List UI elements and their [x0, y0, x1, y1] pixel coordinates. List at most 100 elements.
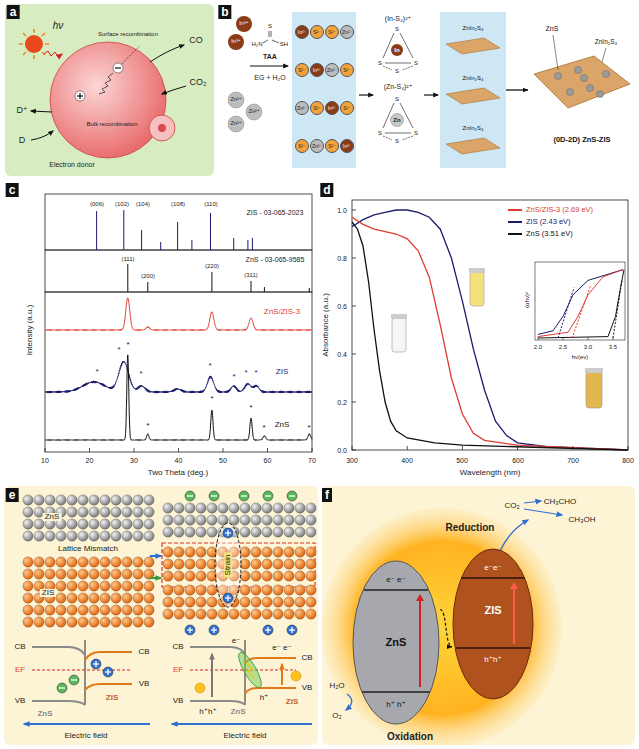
tick-label: 0.2 — [337, 399, 347, 406]
band-line — [32, 701, 85, 705]
tick-label: 0.6 — [337, 303, 347, 310]
ion-label: Zn²⁺ — [340, 25, 354, 39]
panel-c-art — [191, 240, 192, 250]
product-sheet-shape — [567, 89, 574, 96]
axis-tick — [223, 448, 224, 452]
atom-sphere — [122, 593, 132, 603]
atom-sphere — [295, 515, 305, 525]
atom-sphere — [34, 557, 44, 567]
atom-sphere — [163, 515, 173, 525]
text-label: Bulk recombination — [86, 121, 137, 127]
atom-sphere — [251, 559, 261, 569]
text-label: EF — [173, 666, 183, 674]
text-label: Electric field — [64, 732, 107, 740]
text-label: Two Theta (deg.) — [148, 469, 208, 477]
stress-arrow — [150, 555, 161, 557]
node-text: e⁻e⁻ — [484, 564, 501, 572]
tick-label: 300 — [346, 457, 358, 464]
atom-sphere — [273, 559, 283, 569]
text-label: Electric field — [223, 732, 266, 740]
atom-sphere — [306, 527, 316, 537]
atom-sphere — [240, 515, 250, 525]
atom-sphere — [144, 593, 154, 603]
text-label: VB — [139, 680, 150, 688]
panel-f-art — [524, 501, 541, 503]
tick-label: 2.0 — [534, 344, 542, 350]
atom-sphere — [78, 531, 88, 541]
atom-sphere — [111, 593, 121, 603]
text-label: ZnS — [37, 710, 52, 718]
charge-symbol — [103, 667, 113, 677]
axis-tick — [89, 448, 90, 452]
atom-sphere — [163, 547, 173, 557]
panel-a-art — [99, 73, 113, 94]
text-label: ZnS — [230, 708, 245, 716]
atom-sphere — [56, 605, 66, 615]
excitation-arrow — [211, 654, 213, 697]
text-label: H₂O — [329, 682, 344, 690]
atom-sphere — [306, 503, 316, 513]
panel-d-art — [391, 314, 407, 319]
panel-c-art — [211, 272, 212, 292]
tick-label: 0.0 — [337, 447, 347, 454]
atom-sphere — [23, 531, 33, 541]
atom-sphere — [295, 547, 305, 557]
panel-b-art — [263, 40, 268, 43]
atom-sphere — [23, 519, 33, 529]
atom-sphere — [240, 609, 250, 619]
axis-title: Intensity (a.u.) — [26, 305, 34, 356]
atom-sphere — [273, 527, 283, 537]
zis-particle-shape — [510, 582, 518, 589]
legend: ZnS/ZIS-3 (2.69 eV)ZIS (2.43 eV)ZnS (3.5… — [508, 204, 593, 240]
axis-title: (αhν)² — [524, 292, 530, 308]
product-sheet-shape — [555, 73, 562, 80]
panel-letter: c — [6, 183, 19, 197]
legend-row: ZIS (2.43 eV) — [508, 216, 593, 228]
product-sheet-shape — [597, 91, 604, 98]
ion-label: S²⁻ — [325, 139, 339, 153]
atom-sphere — [240, 585, 250, 595]
charge-symbol — [227, 530, 228, 536]
charge-symbol — [59, 687, 65, 688]
panel-a-art — [5, 4, 214, 176]
atom-sphere — [111, 605, 121, 615]
tick-label: 400 — [401, 457, 413, 464]
atom-sphere — [56, 569, 66, 579]
atom-sphere — [262, 515, 272, 525]
text-label: In — [394, 47, 399, 53]
text-label: Zn²⁺ — [230, 97, 241, 103]
tick-label: 50 — [219, 457, 227, 464]
atom-sphere — [23, 495, 33, 505]
text-label: (110) — [204, 201, 218, 207]
atom-sphere — [122, 531, 132, 541]
node-text: ZnIn₂S₄ — [463, 125, 484, 131]
atom-sphere — [240, 571, 250, 581]
atom-sphere — [56, 557, 66, 567]
text-label: Zn²⁺ — [248, 109, 259, 115]
tick-label: 3.0 — [584, 344, 592, 350]
charge-symbol — [239, 491, 249, 501]
charge-symbol — [291, 627, 292, 633]
axis-tick — [407, 446, 408, 450]
panel-e-art — [4, 486, 318, 745]
atom-sphere — [111, 495, 121, 505]
panel-c-art — [309, 288, 310, 292]
text-label: S — [395, 68, 399, 74]
tick-label: 30 — [130, 457, 138, 464]
atom-sphere — [284, 503, 294, 513]
atom-sphere — [67, 495, 77, 505]
text-label: e⁻ e⁻ — [272, 644, 292, 652]
tauc-curve — [538, 270, 623, 337]
atom-sphere — [196, 547, 206, 557]
atom-sphere — [122, 519, 132, 529]
atom-sphere — [240, 597, 250, 607]
text-label: CB — [301, 654, 312, 662]
atom-sphere — [295, 609, 305, 619]
text-label: VB — [302, 684, 313, 692]
atom-sphere — [240, 503, 250, 513]
panel-b-art — [236, 16, 252, 32]
atom-sphere — [218, 503, 228, 513]
atom-sphere — [89, 531, 99, 541]
charge-symbol — [263, 491, 273, 501]
band-line — [85, 640, 86, 705]
